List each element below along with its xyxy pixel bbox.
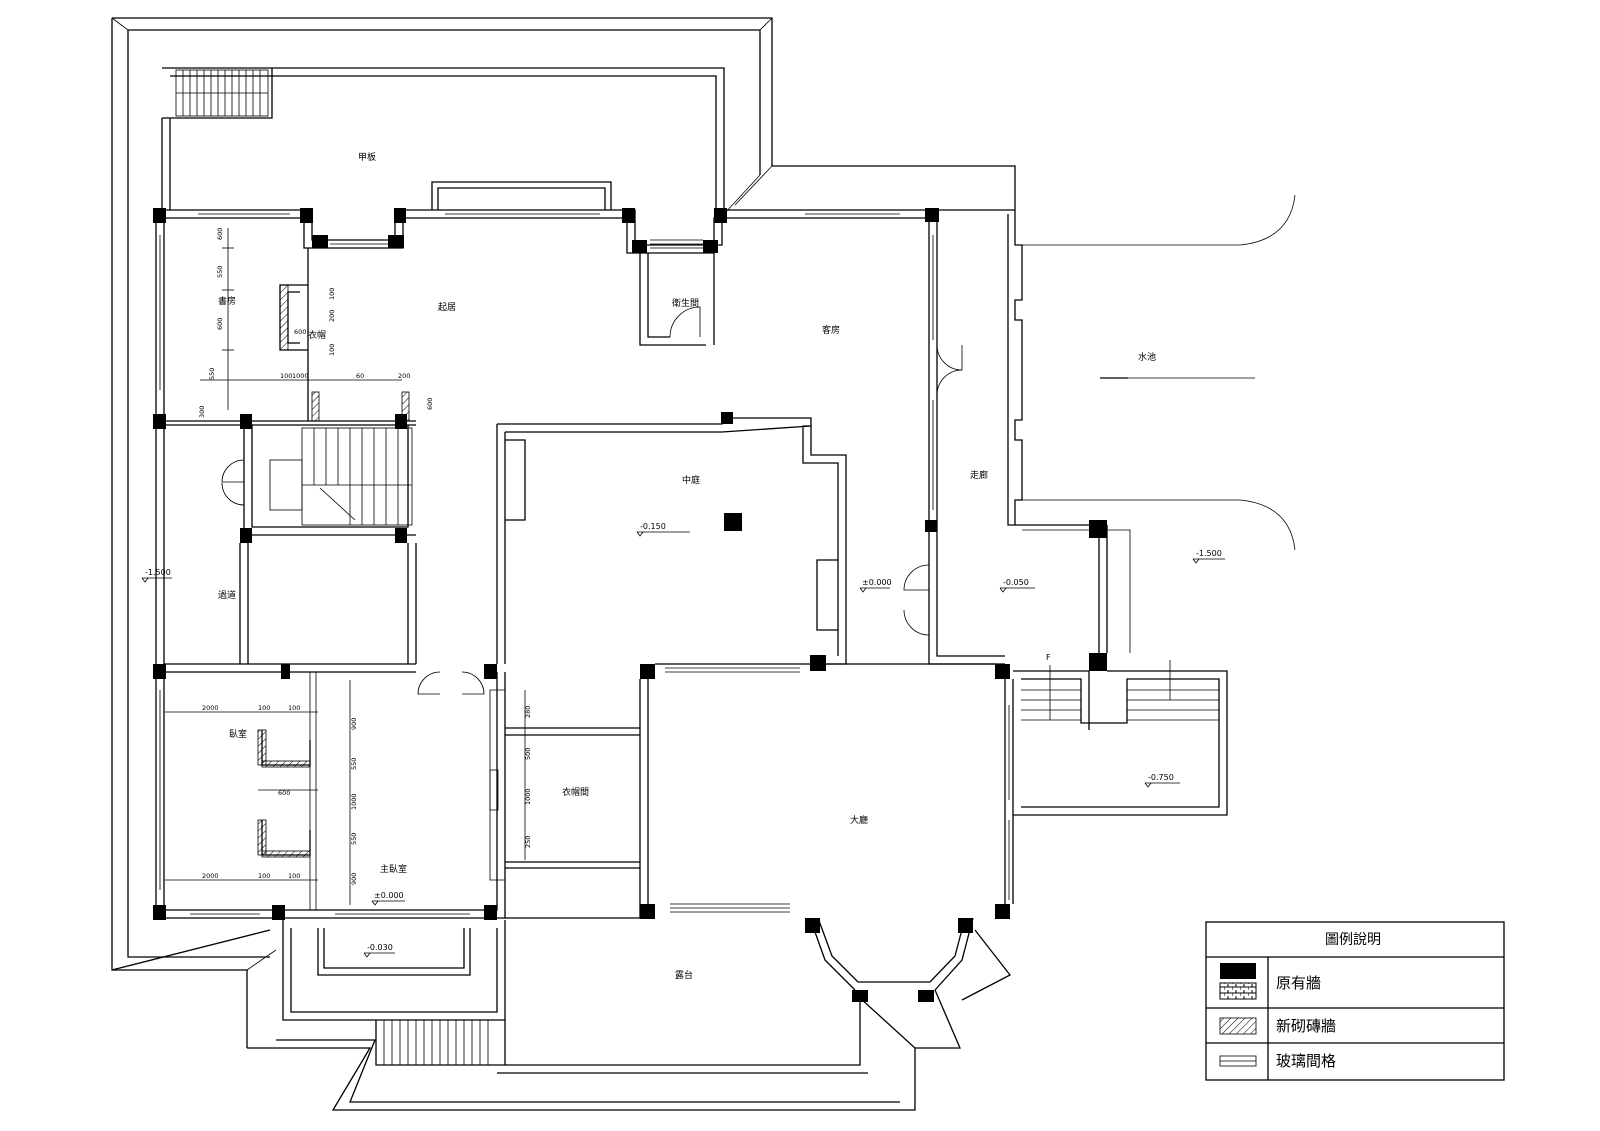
dim-text: 280 xyxy=(524,706,532,718)
level-south-step: -0.030 xyxy=(367,943,393,952)
level-east-low: -0.750 xyxy=(1148,773,1174,782)
roof-eaves-outline xyxy=(111,17,1016,1111)
dim-text: 60 xyxy=(356,372,364,380)
dim-text: 100 xyxy=(258,704,270,712)
legend-title: 圖例說明 xyxy=(1325,931,1381,948)
dimension-lines xyxy=(165,228,526,905)
dim-text: 550 xyxy=(208,368,216,380)
dim-text: 100 xyxy=(288,872,300,880)
room-label-bedroom-main: 主臥室 xyxy=(380,863,407,875)
legend-swatch-glass xyxy=(1219,1055,1257,1067)
dim-text: 100 xyxy=(258,872,270,880)
dim-text: 1000 xyxy=(524,788,532,805)
dim-text: 100 xyxy=(328,344,336,356)
dim-text: 550 xyxy=(350,758,358,770)
room-label-corridor-east: 走廊 xyxy=(970,469,988,481)
level-west-yard: -1.500 xyxy=(145,568,171,577)
dim-text: 100 xyxy=(288,704,300,712)
dim-text: 500 xyxy=(524,748,532,760)
dim-text: 200 xyxy=(398,372,410,380)
dim-text: 600 xyxy=(426,398,434,410)
north-stair xyxy=(175,69,269,117)
dim-text: 2000 xyxy=(202,872,219,880)
room-label-atrium: 中庭 xyxy=(682,474,700,486)
south-terrace xyxy=(282,904,1011,1074)
dim-text: 1000 xyxy=(292,372,309,380)
north-deck: 甲板 xyxy=(161,67,725,210)
east-yard xyxy=(1022,194,1296,653)
level-corridor: -0.050 xyxy=(1003,578,1029,587)
room-label-room-ne: 客房 xyxy=(822,324,840,336)
dim-text: 550 xyxy=(350,833,358,845)
dim-text: 300 xyxy=(198,406,206,418)
dim-text: 100 xyxy=(328,288,336,300)
dim-text: 600 xyxy=(278,789,290,797)
room-label-closet-west: 衣帽間 xyxy=(562,786,589,798)
legend: 圖例說明 原有牆 新砌磚牆 玻璃間格 xyxy=(1205,921,1505,1081)
legend-label-existing-wall: 原有牆 xyxy=(1276,974,1321,992)
room-label-water: 水池 xyxy=(1138,351,1156,363)
room-label-study: 書房 xyxy=(218,295,236,307)
room-label-living: 起居 xyxy=(438,302,456,313)
room-label-closet-north: 衣帽 xyxy=(308,329,326,341)
dim-text: 100 xyxy=(280,372,292,380)
legend-swatch-new-brick xyxy=(1219,1017,1257,1035)
room-label-terrace: 露台 xyxy=(675,969,693,981)
dim-text: 550 xyxy=(216,266,224,278)
level-hall: ±0.000 xyxy=(862,578,892,587)
dim-text: 2000 xyxy=(202,704,219,712)
room-label-bedroom-west: 臥室 xyxy=(229,728,247,740)
exterior-walls xyxy=(155,181,938,919)
room-label-hall-south: 大廳 xyxy=(850,814,868,826)
doors xyxy=(221,344,963,695)
legend-label-new-brick: 新砌磚牆 xyxy=(1276,1017,1336,1035)
interior-walls xyxy=(164,209,1108,991)
room-label-deck: 甲板 xyxy=(358,151,376,163)
main-stair xyxy=(301,427,413,526)
dim-text: 200 xyxy=(328,310,336,322)
dim-text: 1000 xyxy=(350,793,358,810)
dim-text: 900 xyxy=(350,873,358,885)
room-label-bathroom-small: 衛生間 xyxy=(672,297,699,309)
north-mark: F xyxy=(1046,653,1051,662)
level-atrium: -0.150 xyxy=(640,522,666,531)
dim-text: 600 xyxy=(294,328,306,336)
dim-text: 900 xyxy=(350,718,358,730)
level-east-yard: -1.500 xyxy=(1196,549,1222,558)
columns xyxy=(153,208,1107,1002)
dimension-texts: 600 550 600 550 300 600 200 100 100 100 … xyxy=(198,228,532,885)
legend-swatch-existing-wall xyxy=(1220,963,1256,979)
legend-swatch-brick xyxy=(1219,982,1257,1000)
room-labels: 書房 衣帽 起居 衛生間 客房 中庭 走廊 過道 臥室 衣帽間 主臥室 大廳 露… xyxy=(218,295,1156,981)
southeast-steps xyxy=(1013,660,1228,816)
dim-text: 600 xyxy=(216,318,224,330)
dim-text: 250 xyxy=(524,836,532,848)
legend-label-glass: 玻璃間格 xyxy=(1276,1052,1336,1070)
room-label-west-passage: 過道 xyxy=(218,589,236,601)
level-marks: -0.150 ±0.000 -0.050 -1.500 -1.500 -0.75… xyxy=(141,522,1225,958)
dim-text: 600 xyxy=(216,228,224,240)
level-bedroom: ±0.000 xyxy=(374,891,404,900)
